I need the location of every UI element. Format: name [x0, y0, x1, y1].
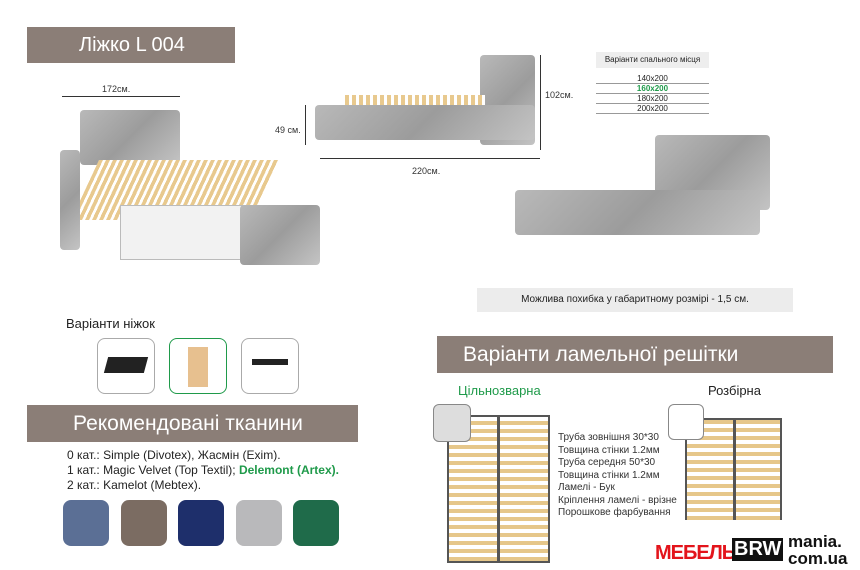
spec-item: Товщина стінки 1.2мм — [558, 469, 660, 481]
fabric-highlight: Delemont (Artex). — [238, 463, 339, 477]
leg-option-2 — [169, 338, 227, 394]
slats-banner: Варіанти ламельної решітки — [437, 336, 833, 373]
title-banner: Ліжко L 004 — [27, 27, 235, 63]
legs-label: Варіанти ніжок — [66, 316, 155, 331]
size-option: 200x200 — [596, 104, 709, 114]
side-height-dimension: 49 см. — [275, 125, 301, 135]
size-option: 180x200 — [596, 94, 709, 104]
sizes-header: Варіанти спального місця — [596, 52, 709, 68]
collapsible-detail-icon — [668, 404, 704, 440]
note: Можлива похибка у габаритному розмірі - … — [477, 288, 793, 312]
spec-item: Товщина стінки 1.2мм — [558, 444, 660, 456]
spec-item: Кріплення ламелі - врізне — [558, 494, 677, 506]
leg-option-3 — [241, 338, 299, 394]
slat-specs: Труба зовнішня 30*30 Товщина стінки 1.2м… — [558, 432, 677, 520]
fabric-line: 0 кат.: Simple (Divotex), Жасмін (Exim). — [67, 448, 281, 462]
size-option-selected: 160x200 — [596, 84, 709, 94]
logo: МЕБЕЛЬ BRW mania. com.ua — [650, 520, 860, 570]
fabric-swatch — [293, 500, 339, 546]
spec-item: Труба середня 50*30 — [558, 457, 656, 468]
welded-label: Цільнозварна — [458, 383, 541, 398]
spec-item: Ламелі - Бук — [558, 482, 615, 493]
size-option: 140x200 — [596, 74, 709, 84]
width-dimension: 172см. — [102, 84, 131, 94]
sizes-table: Варіанти спального місця 140x200 160x200… — [596, 52, 709, 114]
fabric-line: 2 кат.: Kamelot (Mebtex). — [67, 478, 202, 492]
bed-image-drawer — [60, 105, 325, 285]
spec-item: Труба зовнішня 30*30 — [558, 432, 659, 443]
fabric-swatch — [178, 500, 224, 546]
bed-image-back — [515, 135, 775, 275]
fabric-swatch — [121, 500, 167, 546]
spec-item: Порошкове фарбування — [558, 507, 671, 518]
fabric-line: 1 кат.: Magic Velvet (Top Textil); — [67, 463, 239, 477]
fabric-swatch — [63, 500, 109, 546]
bed-image-side — [315, 55, 540, 150]
head-height-dimension: 102см. — [545, 90, 574, 100]
length-dimension: 220см. — [412, 166, 441, 176]
fabrics-list: 0 кат.: Simple (Divotex), Жасмін (Exim).… — [67, 448, 339, 493]
leg-option-1 — [97, 338, 155, 394]
collapsible-label: Розбірна — [708, 383, 761, 398]
welded-detail-icon — [433, 404, 471, 442]
fabric-swatch — [236, 500, 282, 546]
fabrics-banner: Рекомендовані тканини — [27, 405, 358, 442]
